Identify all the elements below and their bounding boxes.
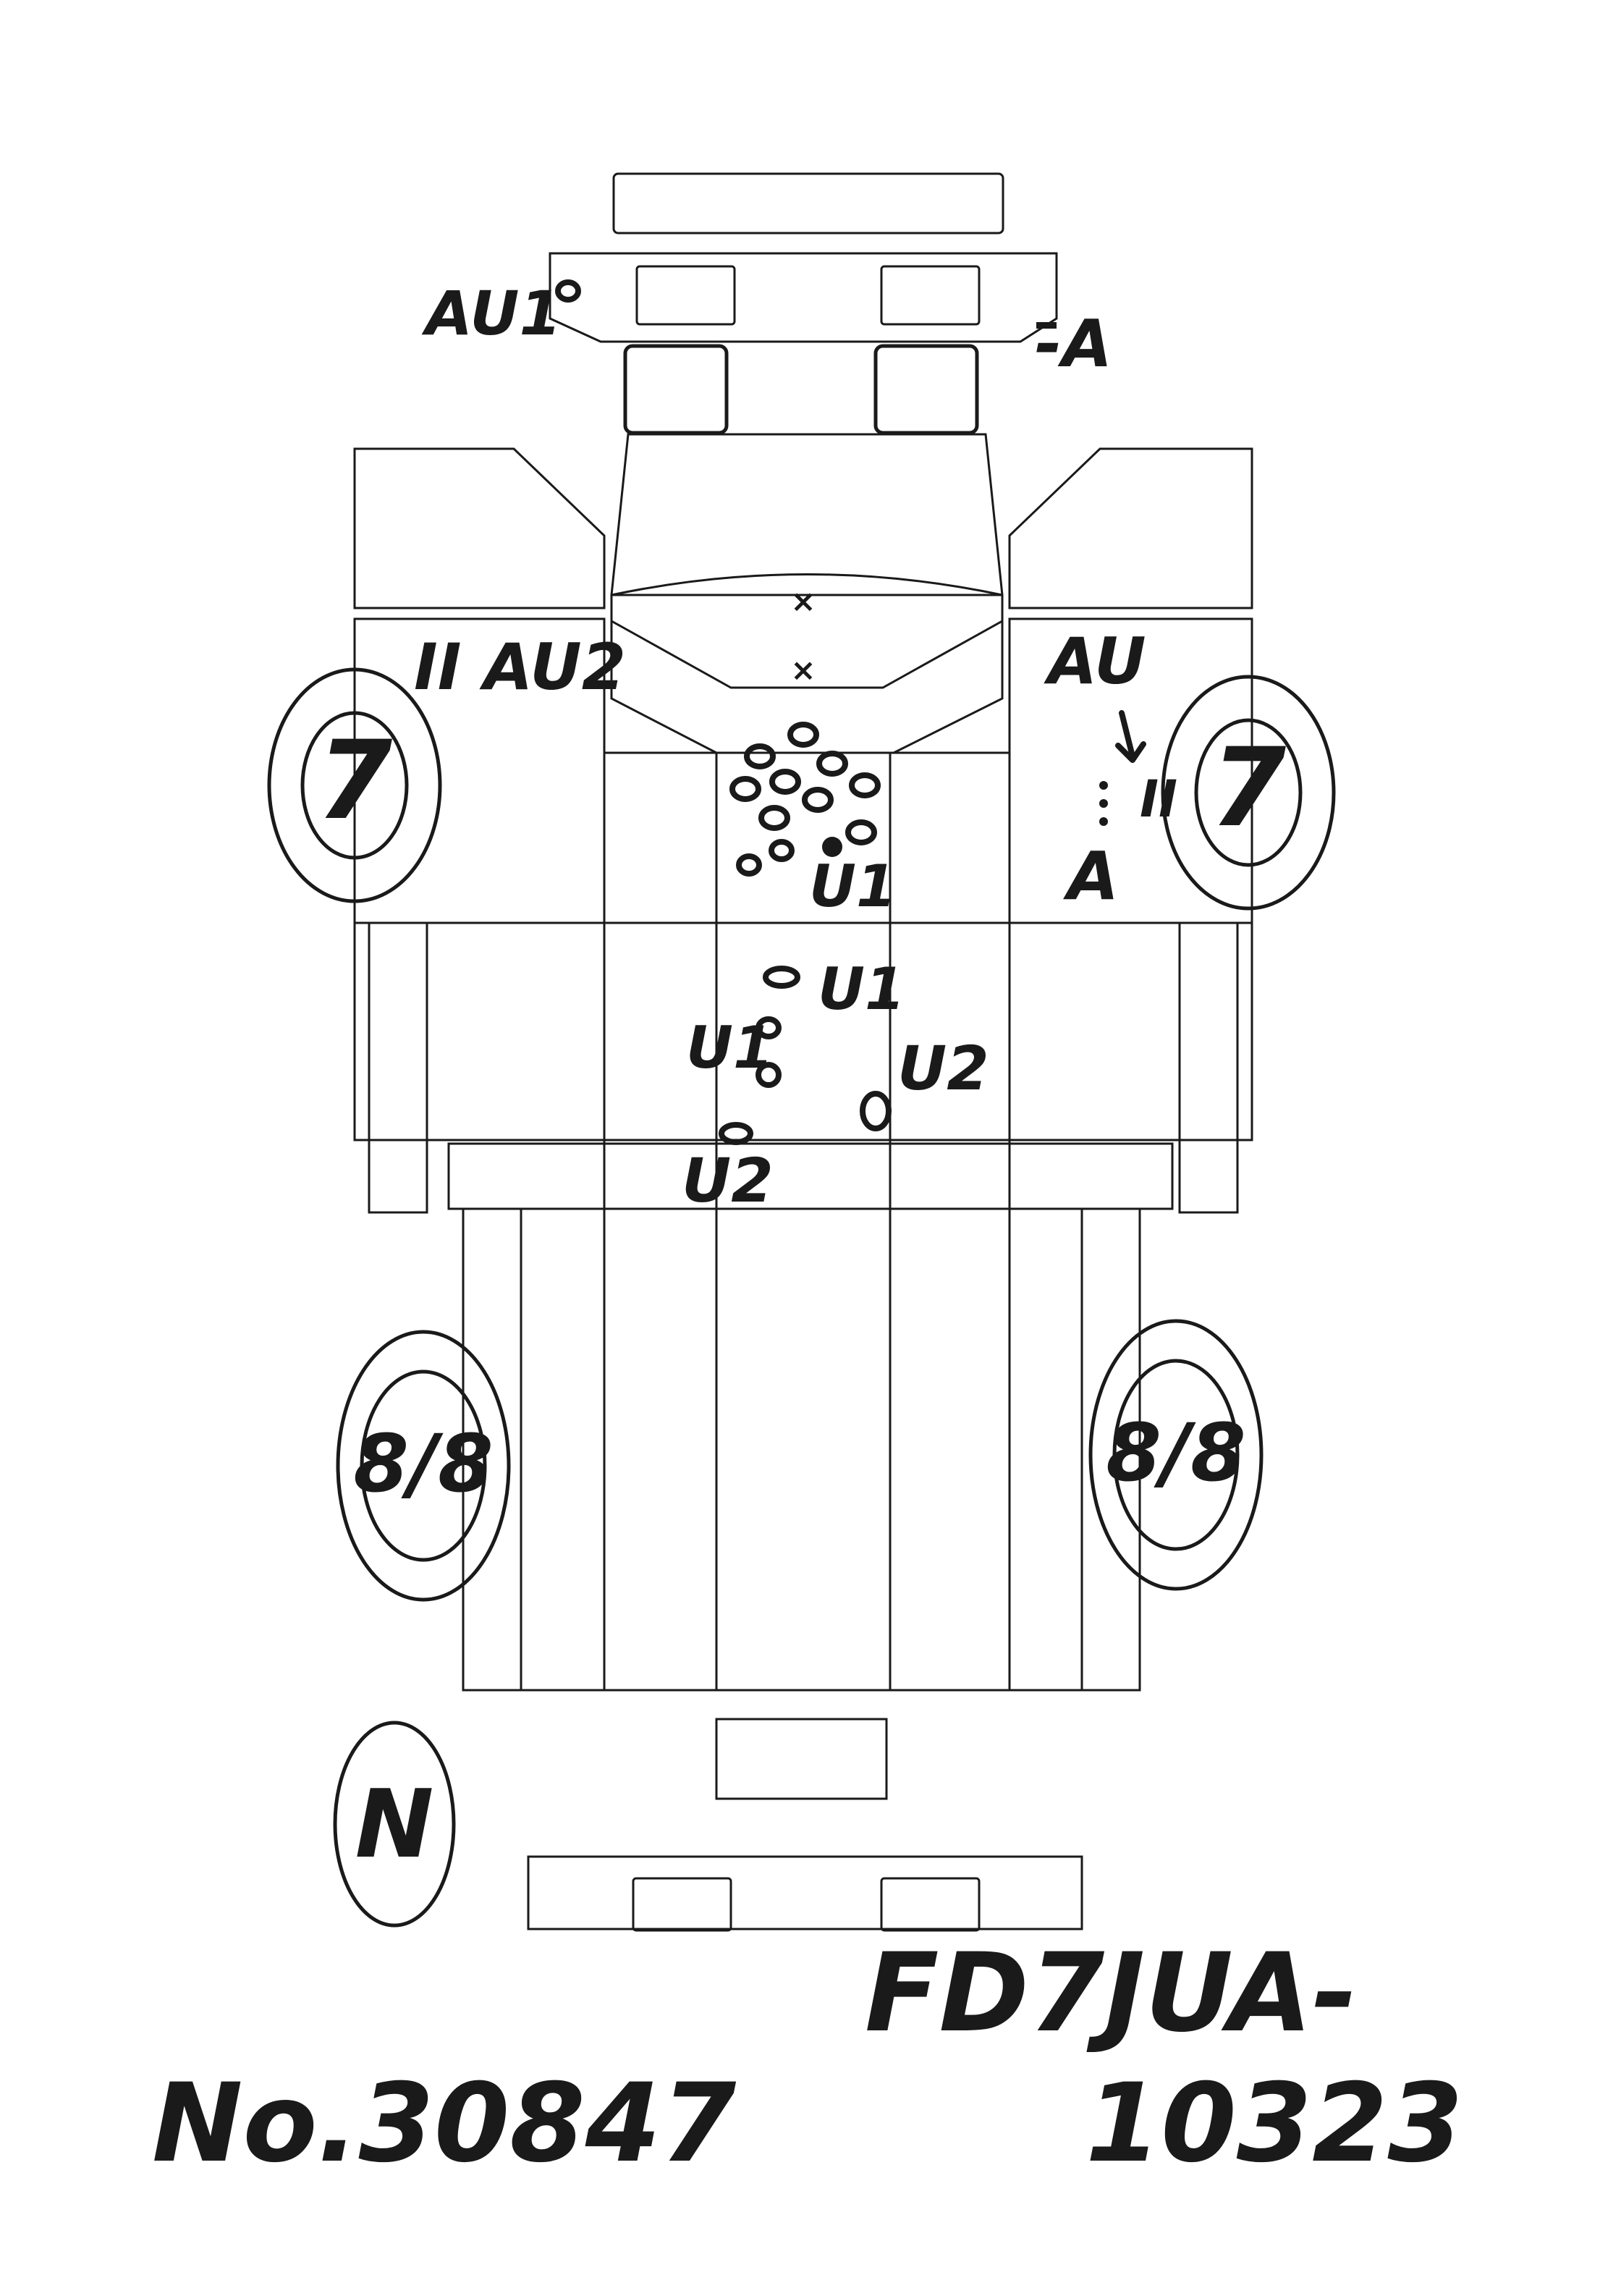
cargo-bed bbox=[462, 1207, 1141, 1800]
label-u2: U2 bbox=[897, 1033, 989, 1104]
side-skirts bbox=[368, 921, 1239, 1214]
front-bumper bbox=[549, 172, 1058, 435]
scratch-x-mark: × bbox=[790, 583, 816, 619]
rear-bumper bbox=[527, 1855, 1083, 1932]
arrow-line bbox=[1119, 710, 1135, 759]
sheet-footer: No.30847 FD7JUA- 10323 bbox=[152, 1930, 1463, 2187]
label-au2: II AU2 bbox=[414, 630, 626, 704]
tire-grade-spare: N bbox=[355, 1769, 434, 1879]
dash-mark bbox=[1036, 322, 1057, 329]
model-code-line2: 10323 bbox=[1085, 2061, 1463, 2187]
label-a-cab: A bbox=[1063, 837, 1119, 915]
tire-grade-rear-left: 8/8 bbox=[353, 1417, 493, 1510]
label-u1: U1 bbox=[686, 1014, 774, 1081]
tire-rear-right[interactable] bbox=[1088, 1319, 1264, 1591]
dent-filled bbox=[822, 837, 842, 857]
tire-grades: 7 7 8/8 8/8 N bbox=[317, 718, 1287, 1879]
tire-grade-rear-right: 8/8 bbox=[1106, 1406, 1245, 1499]
model-code-line1: FD7JUA- bbox=[865, 1930, 1358, 2056]
label-au: AU bbox=[1044, 624, 1146, 698]
scratch-x-mark: × bbox=[790, 652, 816, 688]
tire-front-right[interactable] bbox=[1161, 675, 1336, 911]
dent-cluster bbox=[555, 279, 892, 1145]
tire-grade-front-left: 7 bbox=[317, 718, 393, 844]
label-u2: U2 bbox=[682, 1145, 774, 1216]
tire-front-left[interactable] bbox=[267, 667, 442, 903]
label-a-bumper: -A bbox=[1035, 306, 1112, 382]
tire-rear-left[interactable] bbox=[336, 1330, 511, 1602]
damage-marks: × × bbox=[555, 279, 1146, 1145]
label-u1: U1 bbox=[809, 853, 897, 920]
damage-labels: AU1 -A II AU2 AU II A U1 U1 U1 U2 U2 bbox=[414, 278, 1177, 1216]
label-ii: II bbox=[1140, 769, 1177, 829]
tire-grade-front-right: 7 bbox=[1211, 725, 1287, 851]
tire-spare[interactable] bbox=[333, 1721, 456, 1928]
label-u1: U1 bbox=[818, 955, 905, 1023]
sheet-number: No.30847 bbox=[152, 2061, 737, 2187]
label-au1: AU1 bbox=[421, 278, 562, 349]
arrow-head bbox=[1115, 741, 1146, 763]
